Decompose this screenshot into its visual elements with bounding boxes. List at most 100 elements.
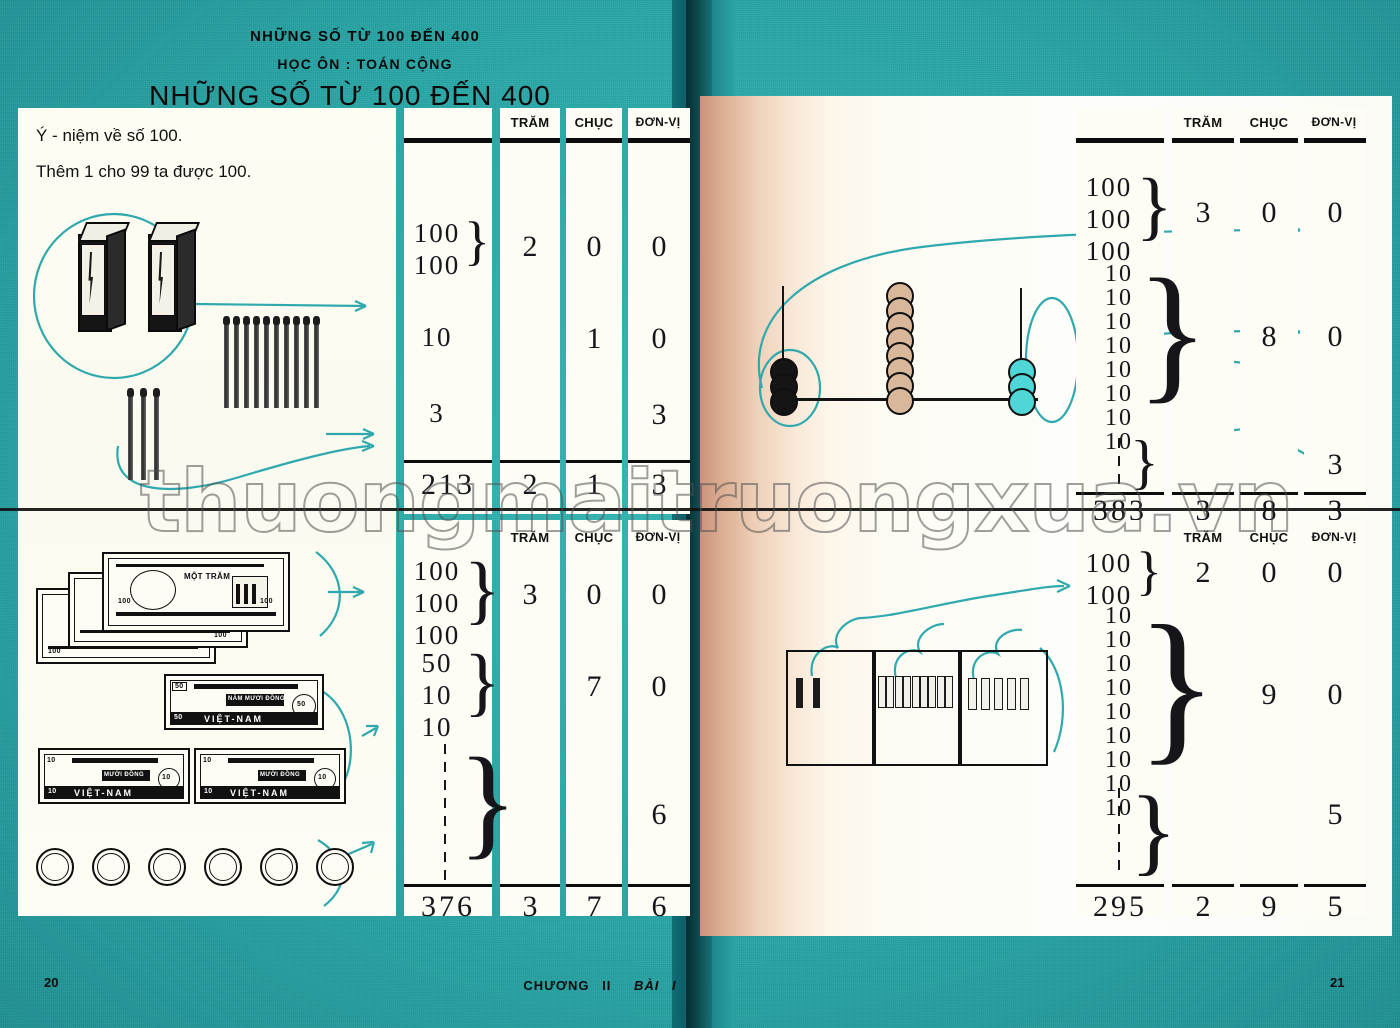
table-295-total-hundreds: 2 bbox=[1195, 890, 1211, 923]
table-383-header-units: ĐƠN-VỊ bbox=[1311, 115, 1357, 129]
table-213-header-tens: CHỤC bbox=[574, 115, 614, 130]
table-295-total-number: 295 bbox=[1093, 890, 1147, 923]
coin-row bbox=[36, 848, 354, 888]
matchstick bbox=[224, 322, 229, 408]
table-383-row0-tens: 0 bbox=[1261, 196, 1277, 229]
coin bbox=[260, 848, 298, 886]
table-376-row2-brace: } bbox=[458, 733, 518, 870]
table-376-row1-tens: 7 bbox=[586, 670, 602, 703]
table-376-total-tens: 7 bbox=[586, 890, 602, 923]
bin-3 bbox=[958, 650, 1048, 766]
table-213-toprule-a bbox=[404, 138, 492, 143]
bin-1-items bbox=[796, 678, 862, 712]
table-376-row0-terms: 100 100 100 bbox=[413, 556, 461, 650]
table-383-units-column bbox=[1304, 108, 1366, 514]
ten-dong-note-1: 10 10 MƯỜI ĐỒNG VIỆT-NAM 10 bbox=[38, 748, 190, 804]
table-213-row2-terms: 3 bbox=[429, 398, 445, 428]
table-295-tens-column bbox=[1240, 520, 1298, 916]
bin-item bbox=[928, 676, 937, 708]
table-376-header-tens: CHỤC bbox=[574, 530, 614, 545]
table-383-row2-units: 3 bbox=[1327, 448, 1343, 481]
table-383-sumrule-b bbox=[1172, 492, 1234, 495]
matchstick-head bbox=[273, 316, 280, 325]
table-295-header-hundreds: TRĂM bbox=[1183, 530, 1223, 545]
matchstick bbox=[274, 322, 279, 408]
term-value: 10 bbox=[1105, 357, 1133, 383]
bin-item bbox=[878, 676, 886, 708]
dash-mark bbox=[1118, 474, 1120, 484]
table-383-row2-brace: } bbox=[1130, 429, 1159, 495]
coin bbox=[316, 848, 354, 886]
matchstick-head bbox=[140, 388, 147, 397]
table-376-row2-dashes bbox=[438, 744, 452, 884]
table-295-sumrule-b bbox=[1172, 884, 1234, 887]
table-383-row1-tens: 8 bbox=[1261, 320, 1277, 353]
table-295-row1-brace: } bbox=[1136, 591, 1218, 779]
dash-mark bbox=[1118, 824, 1120, 834]
table-213-row0-hundreds: 2 bbox=[522, 230, 538, 263]
abacus-bead bbox=[770, 388, 798, 416]
table-213-row2-units: 3 bbox=[651, 398, 667, 431]
table-383-terms-column bbox=[1076, 108, 1164, 514]
bin-item bbox=[994, 678, 1003, 710]
watermark-text: thuongmaitruongxua.vn bbox=[139, 451, 1295, 553]
table-295-row0-terms: 100 100 bbox=[1085, 548, 1133, 610]
table-295-row2-brace: } bbox=[1130, 777, 1178, 885]
bin-3-items bbox=[968, 678, 1036, 712]
table-295-row2-dashes bbox=[1112, 788, 1126, 880]
table-213-total-units: 3 bbox=[651, 468, 667, 501]
matchbox-2 bbox=[147, 222, 201, 332]
footer-lesson-label: BÀI bbox=[634, 978, 660, 993]
table-383-sumrule-c bbox=[1240, 492, 1298, 495]
bin-item bbox=[903, 676, 912, 708]
matchstick bbox=[264, 322, 269, 408]
running-head-line-1: NHỮNG SỐ TỪ 100 ĐẾN 400 bbox=[249, 28, 481, 45]
ten-matchsticks-group bbox=[223, 316, 328, 408]
table-383-header-hundreds: TRĂM bbox=[1183, 115, 1223, 130]
table-383-toprule-c bbox=[1240, 138, 1298, 143]
table-295-sumrule-c bbox=[1240, 884, 1298, 887]
table-376-row0-brace: } bbox=[464, 548, 501, 632]
dash-mark bbox=[444, 852, 446, 862]
bin-item bbox=[911, 676, 920, 708]
table-383-toprule-a bbox=[1076, 138, 1164, 143]
table-383-tens-column bbox=[1240, 108, 1298, 514]
matchbox-1 bbox=[77, 222, 131, 332]
dash-mark bbox=[444, 834, 446, 844]
bin-2-items bbox=[878, 676, 954, 710]
table-383-hundreds-column bbox=[1172, 108, 1234, 514]
term-value: 10 bbox=[1105, 261, 1133, 287]
matchstick bbox=[294, 322, 299, 408]
table-376-sumrule-b bbox=[500, 884, 560, 887]
ten-dong-note-2: 10 10 MƯỜI ĐỒNG VIỆT-NAM 10 bbox=[194, 748, 346, 804]
matchstick-head bbox=[303, 316, 310, 325]
hundred-dong-note-1: MỘT TRĂM 100 100 bbox=[102, 552, 290, 632]
table-213-row1-units: 0 bbox=[651, 322, 667, 355]
table-295-total-tens: 9 bbox=[1261, 890, 1277, 923]
lesson-line-1: Ý - niệm về số 100. bbox=[36, 126, 183, 145]
table-213-hundreds-column bbox=[500, 108, 560, 514]
bin-item bbox=[886, 676, 895, 708]
table-383-row0-units: 0 bbox=[1327, 196, 1343, 229]
table-376-header-hundreds: TRĂM bbox=[510, 530, 550, 545]
right-page-number: 21 bbox=[1330, 975, 1345, 990]
dash-mark bbox=[444, 798, 446, 808]
abacus-bead bbox=[886, 387, 914, 415]
matchstick bbox=[244, 322, 249, 408]
lesson-line-2: Thêm 1 cho 99 ta được 100. bbox=[36, 161, 252, 181]
table-376-header-units: ĐƠN-VỊ bbox=[635, 530, 681, 544]
table-383-row1-units: 0 bbox=[1327, 320, 1343, 353]
table-295-terms-column bbox=[1076, 520, 1164, 916]
matchstick bbox=[304, 322, 309, 408]
dash-mark bbox=[1118, 456, 1120, 466]
bin-item bbox=[813, 678, 820, 708]
dash-mark bbox=[444, 780, 446, 790]
table-295-row1-units: 0 bbox=[1327, 678, 1343, 711]
term-value: 10 bbox=[1105, 747, 1133, 773]
table-213-row1-tens: 1 bbox=[586, 322, 602, 355]
dash-mark bbox=[1118, 438, 1120, 448]
matchstick bbox=[254, 322, 259, 408]
table-376-row1-units: 0 bbox=[651, 670, 667, 703]
